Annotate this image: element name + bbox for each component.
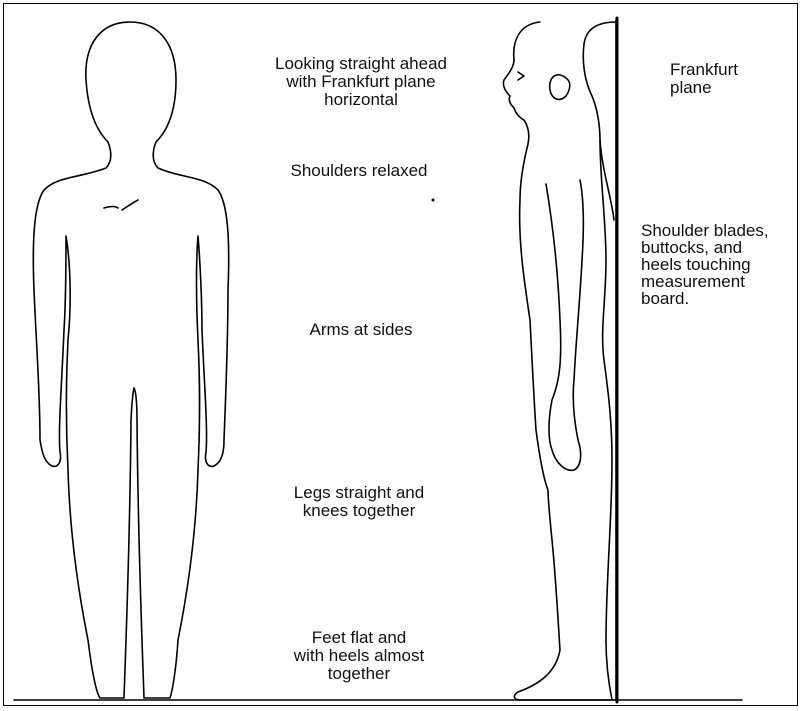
front-figure-chest-mark [122, 200, 138, 210]
side-figure-back [600, 140, 612, 700]
frankfurt-plane-label: Frankfurt plane [670, 61, 780, 97]
side-figure-ear [550, 75, 570, 100]
feet-label: Feet flat and with heels almost together [254, 629, 464, 683]
side-figure-arm [546, 180, 583, 470]
front-figure-chest-mark [104, 207, 118, 209]
shoulders-label: Shoulders relaxed [254, 162, 464, 180]
side-figure-eye [518, 72, 524, 80]
arms-label: Arms at sides [286, 321, 436, 339]
board-contact-label: Shoulder blades, buttocks, and heels tou… [641, 222, 801, 307]
stray-dot [432, 199, 435, 202]
legs-label: Legs straight and knees together [254, 484, 464, 520]
frankfurt-instruction-label: Looking straight ahead with Frankfurt pl… [238, 55, 484, 109]
front-figure-outline [33, 22, 228, 698]
